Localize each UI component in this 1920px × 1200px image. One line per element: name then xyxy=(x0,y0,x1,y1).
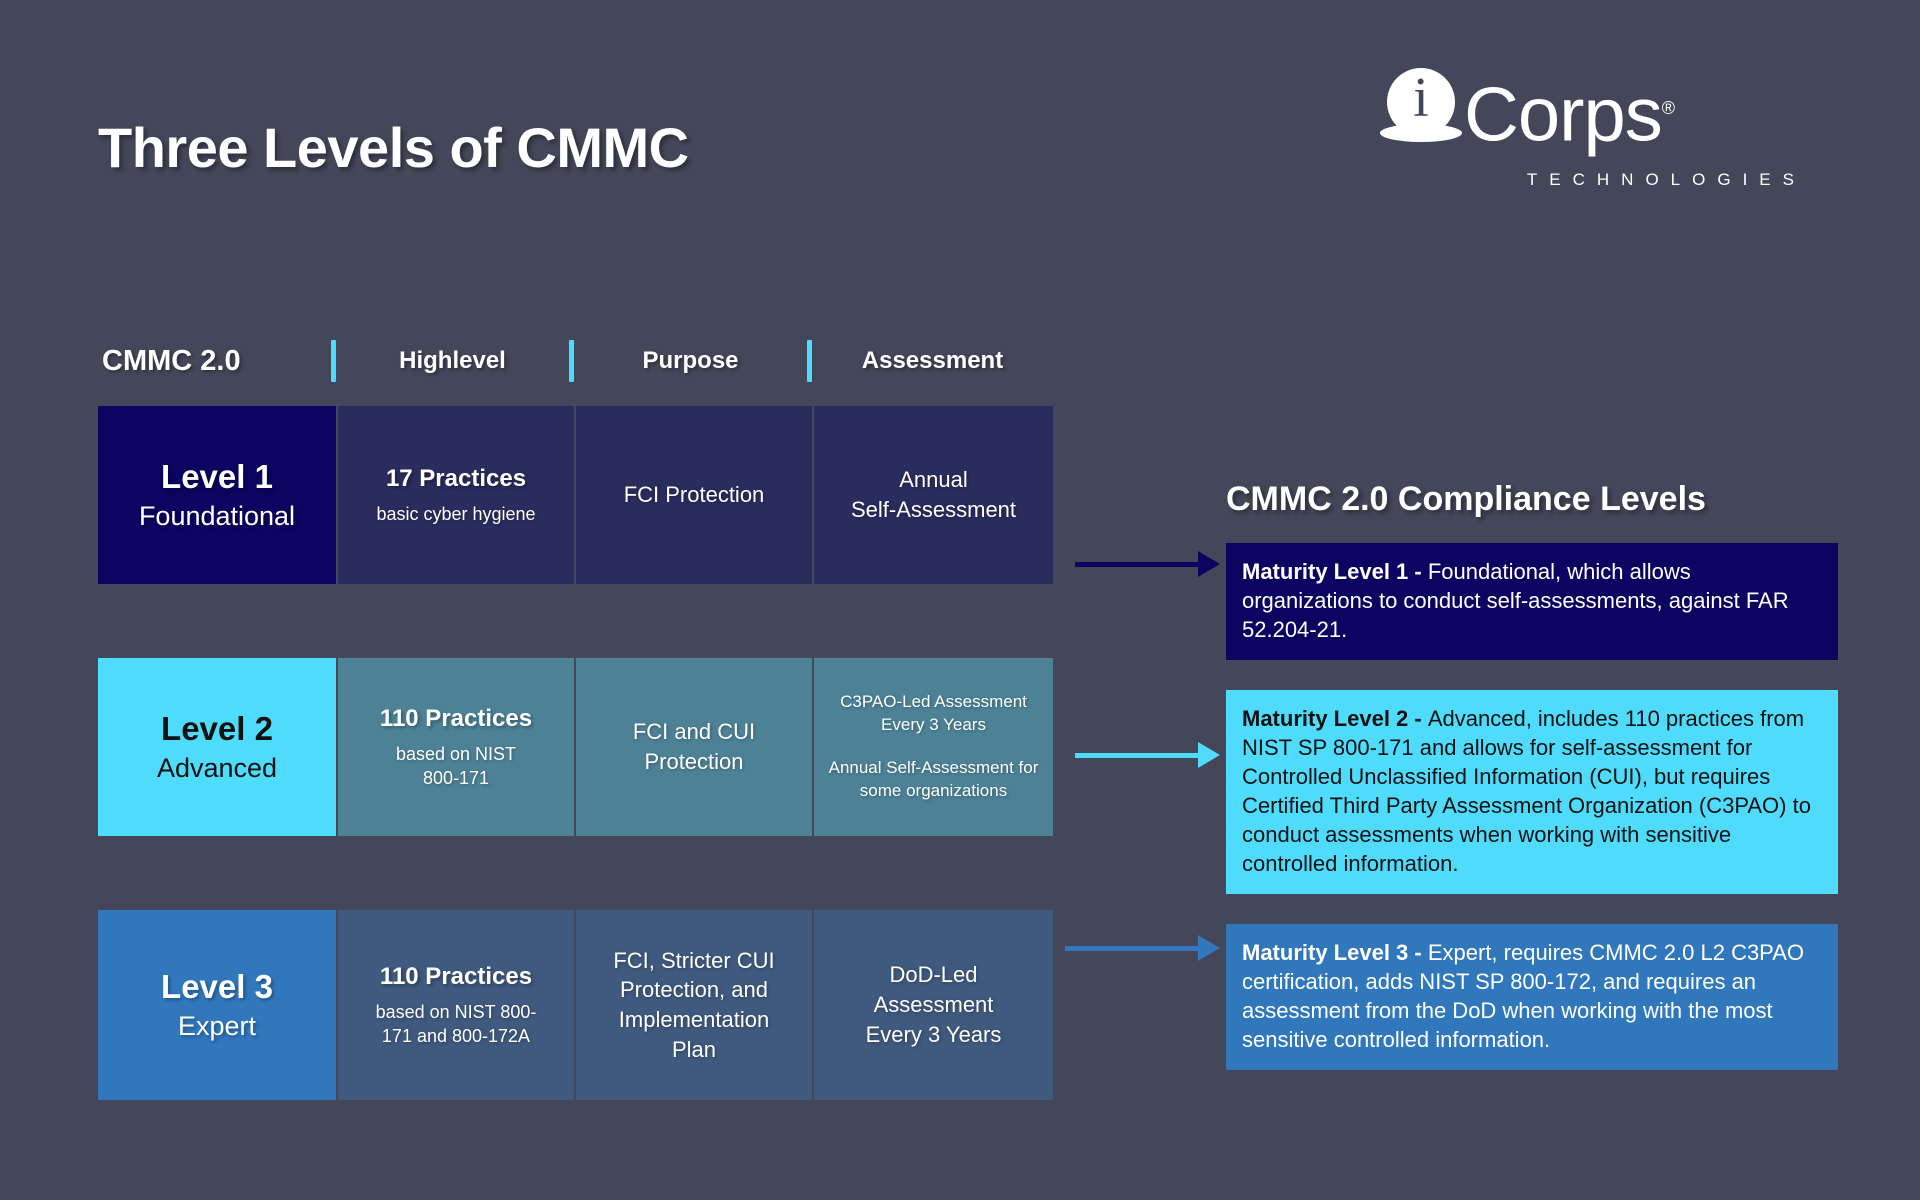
arrow-level-3 xyxy=(1065,935,1220,961)
maturity-level-2-lead: Maturity Level 2 - xyxy=(1242,706,1428,732)
logo-wordmark: Corps® xyxy=(1464,70,1675,153)
matrix-header-row: CMMC 2.0 Highlevel Purpose Assessment xyxy=(98,330,1053,392)
maturity-level-1-note: Maturity Level 1 - Foundational, which a… xyxy=(1226,543,1838,661)
level-2-practices: 110 Practices xyxy=(379,704,533,732)
level-3-highlevel-cell: 110 Practices based on NIST 800-171 and … xyxy=(336,910,574,1100)
matrix-header-highlevel-label: Highlevel xyxy=(399,347,506,374)
compliance-levels-panel: CMMC 2.0 Compliance Levels Maturity Leve… xyxy=(1226,480,1838,1071)
matrix-header-assessment-label: Assessment xyxy=(861,347,1004,374)
header-divider-icon-3 xyxy=(807,340,812,382)
matrix-row-level-3: Level 3 Expert 110 Practices based on NI… xyxy=(98,910,1053,1100)
arrow-head-icon xyxy=(1198,742,1220,768)
registered-trademark-icon: ® xyxy=(1661,98,1675,119)
level-3-title: Level 3 xyxy=(161,967,273,1005)
level-3-practices: 110 Practices xyxy=(379,962,533,990)
maturity-level-1-body: Foundational, which allows organizations… xyxy=(1242,559,1789,643)
arrow-head-icon xyxy=(1198,935,1220,961)
matrix-row-level-2: Level 2 Advanced 110 Practices based on … xyxy=(98,658,1053,836)
arrow-head-icon xyxy=(1198,551,1220,577)
level-1-purpose-cell: FCI Protection xyxy=(574,406,812,584)
level-1-practices: 17 Practices xyxy=(385,464,527,492)
matrix-header-purpose-label: Purpose xyxy=(642,347,739,374)
logo-tagline: TECHNOLOGIES xyxy=(1526,170,1806,189)
arrow-level-1 xyxy=(1075,551,1220,577)
maturity-level-2-note: Maturity Level 2 - Advanced, includes 11… xyxy=(1226,690,1838,895)
matrix-row-level-1: Level 1 Foundational 17 Practices basic … xyxy=(98,406,1053,584)
level-3-practices-note: based on NIST 800-171 and 800-172A xyxy=(375,1001,537,1046)
matrix-header-purpose: Purpose xyxy=(574,340,812,382)
page-title: Three Levels of CMMC xyxy=(98,116,689,179)
level-3-subtitle: Expert xyxy=(177,1010,257,1041)
header-divider-icon-1 xyxy=(331,340,336,382)
level-1-purpose: FCI Protection xyxy=(623,482,765,508)
i-info-disc-icon: i xyxy=(1380,62,1462,162)
matrix-header-cmmc: CMMC 2.0 xyxy=(98,340,336,382)
arrow-level-2 xyxy=(1075,742,1220,768)
maturity-level-1-lead: Maturity Level 1 - xyxy=(1242,559,1428,584)
maturity-level-3-body: Expert, requires CMMC 2.0 L2 C3PAO certi… xyxy=(1242,940,1805,1053)
level-3-badge: Level 3 Expert xyxy=(98,910,336,1100)
level-2-subtitle: Advanced xyxy=(156,752,278,783)
level-1-practices-note: basic cyber hygiene xyxy=(376,503,536,524)
matrix-header-assessment: Assessment xyxy=(812,347,1053,375)
level-1-subtitle: Foundational xyxy=(138,500,296,531)
logo-base-ellipse xyxy=(1380,124,1462,142)
maturity-level-3-note: Maturity Level 3 - Expert, requires CMMC… xyxy=(1226,924,1838,1071)
arrow-shaft xyxy=(1075,561,1198,567)
arrow-shaft xyxy=(1065,945,1198,951)
logo-wordmark-text: Corps xyxy=(1464,72,1663,158)
header-divider-icon-2 xyxy=(569,340,574,382)
matrix-header-cmmc-label: CMMC 2.0 xyxy=(102,344,241,377)
brand-logo: i Corps® TECHNOLOGIES xyxy=(1380,62,1810,212)
arrow-shaft xyxy=(1075,752,1198,758)
level-1-highlevel-cell: 17 Practices basic cyber hygiene xyxy=(336,406,574,584)
panel-title: CMMC 2.0 Compliance Levels xyxy=(1226,480,1706,518)
matrix-header-highlevel: Highlevel xyxy=(336,340,574,382)
maturity-level-3-lead: Maturity Level 3 - xyxy=(1242,940,1428,966)
level-1-title: Level 1 xyxy=(161,457,273,495)
logo-row: i Corps® xyxy=(1380,62,1810,162)
maturity-level-2-body: Advanced, includes 110 practices from NI… xyxy=(1242,706,1811,877)
logo-letter-i: i xyxy=(1413,67,1429,129)
cmmc-levels-matrix: CMMC 2.0 Highlevel Purpose Assessment Le… xyxy=(98,330,1053,1100)
level-2-badge: Level 2 Advanced xyxy=(98,658,336,836)
level-1-badge: Level 1 Foundational xyxy=(98,406,336,584)
level-2-title: Level 2 xyxy=(161,709,273,747)
